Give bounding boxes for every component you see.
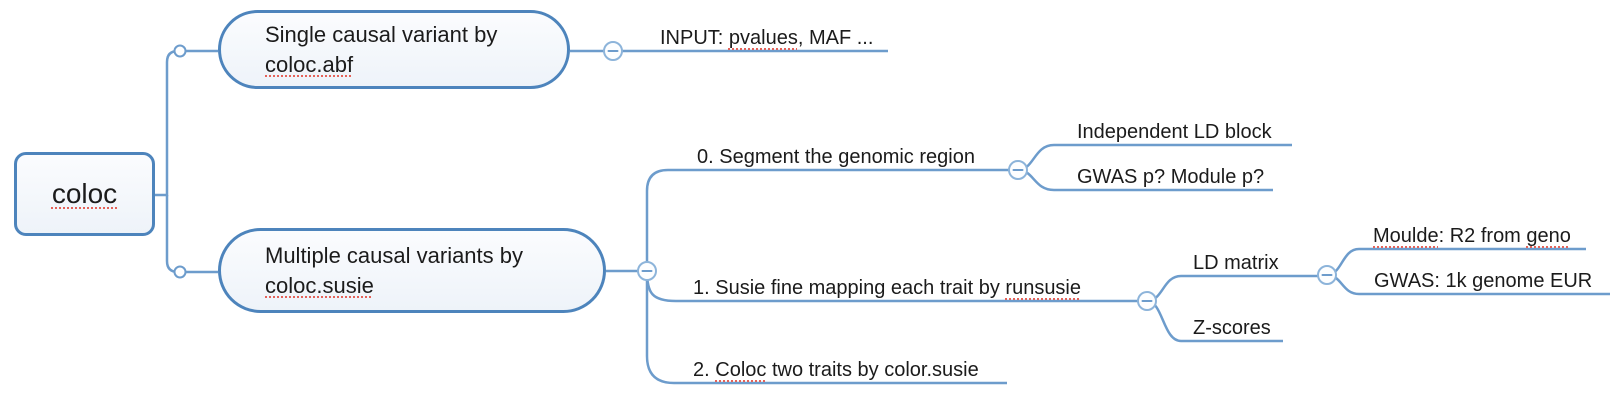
- leaf-susie-fine-mapping[interactable]: 1. Susie fine mapping each trait by runs…: [693, 277, 1081, 300]
- branch-handle-abf[interactable]: [173, 44, 187, 58]
- leaf-text: INPUT:: [660, 27, 729, 49]
- leaf-gwas-1k-genome[interactable]: GWAS: 1k genome EUR: [1374, 270, 1593, 292]
- leaf-input[interactable]: INPUT: pvalues, MAF ...: [660, 27, 873, 50]
- node-title-line1: Multiple causal variants by: [265, 242, 524, 268]
- leaf-segment-region[interactable]: 0. Segment the genomic region: [697, 146, 975, 168]
- leaf-text: : R2 from: [1438, 225, 1527, 247]
- branch-handle-susie[interactable]: [173, 265, 187, 279]
- leaf-independent-ld-block[interactable]: Independent LD block: [1077, 121, 1272, 143]
- leaf-gwas-p-module-p[interactable]: GWAS p? Module p?: [1077, 166, 1265, 188]
- leaf-text-misspelled: runsusie: [1005, 277, 1082, 299]
- node-single-causal-variant[interactable]: Single causal variant by coloc.abf: [218, 10, 570, 89]
- node-title-line2: coloc.abf: [265, 51, 354, 77]
- node-title-line1: Single causal variant by: [265, 21, 498, 47]
- node-multiple-causal-variants[interactable]: Multiple causal variants by coloc.susie: [218, 228, 606, 313]
- leaf-text-misspelled: pvalues: [728, 27, 798, 49]
- leaf-text: two traits by color.susie: [766, 359, 979, 381]
- leaf-moulde-r2[interactable]: Moulde: R2 from geno: [1373, 225, 1571, 248]
- leaf-coloc-two-traits[interactable]: 2. Coloc two traits by color.susie: [693, 359, 979, 382]
- connector-root-to-abf: [155, 49, 218, 197]
- leaf-text-misspelled: geno: [1526, 225, 1571, 247]
- leaf-text: 2.: [693, 359, 716, 381]
- leaf-text: , MAF ...: [797, 27, 874, 49]
- node-title-line2: coloc.susie: [265, 272, 374, 298]
- connector-finemapping-to-ldmatrix: [1146, 274, 1318, 303]
- connector-susie-to-segment: [645, 168, 1009, 271]
- connector-root-to-susie: [165, 195, 218, 274]
- leaf-text-misspelled: Coloc: [715, 359, 767, 381]
- leaf-text-misspelled: Moulde: [1373, 225, 1439, 247]
- node-root[interactable]: coloc: [14, 152, 155, 236]
- connector-susie-to-coloctwo: [645, 271, 1007, 385]
- leaf-z-scores[interactable]: Z-scores: [1193, 317, 1271, 339]
- node-root-label: coloc: [51, 178, 118, 209]
- leaf-text: 1. Susie fine mapping each trait by: [693, 277, 1006, 299]
- leaf-ld-matrix[interactable]: LD matrix: [1193, 252, 1279, 274]
